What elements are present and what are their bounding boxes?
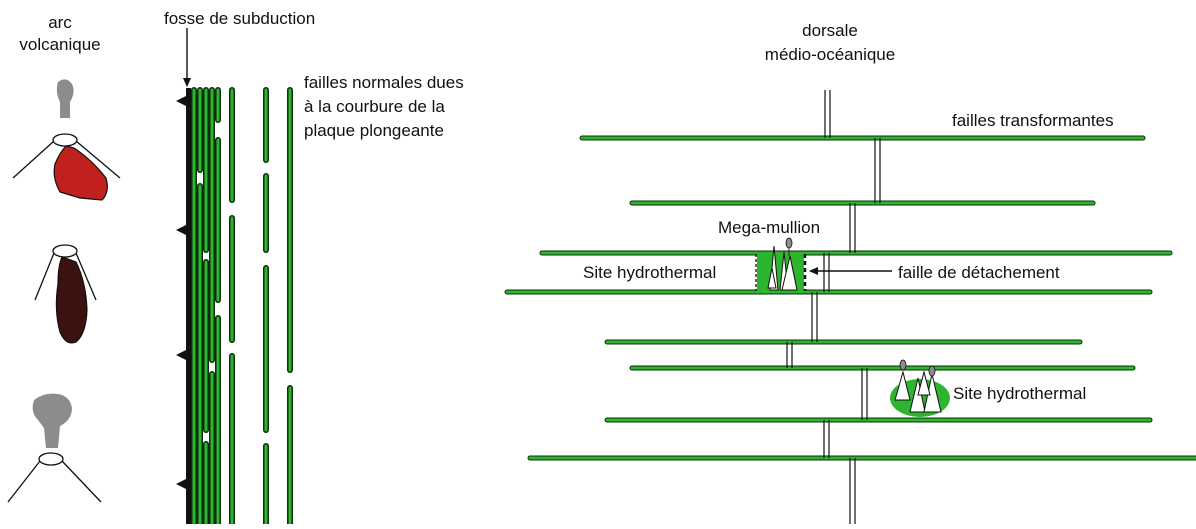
arc-label-line1: arc	[48, 13, 72, 32]
hydrothermal-site-1-label: Site hydrothermal	[583, 263, 717, 282]
crater-icon	[38, 452, 64, 466]
mega-mullion-label: Mega-mullion	[718, 218, 821, 237]
trench-tooth-3	[176, 350, 186, 360]
ash-plume-icon	[56, 79, 74, 118]
hydrothermal-site-2	[890, 359, 950, 417]
magma-chamber-icon	[55, 256, 88, 344]
detachment-fault-label: faille de détachement	[898, 263, 1060, 282]
hydrothermal-site-2-label: Site hydrothermal	[953, 384, 1087, 403]
trench-tooth-1	[176, 96, 186, 106]
trench-tooth-2	[176, 225, 186, 235]
ridge-segments	[786, 90, 881, 524]
arc-label-line2: volcanique	[19, 35, 101, 54]
ridge-label-line1: dorsale	[802, 21, 858, 40]
mega-mullion-block	[755, 237, 807, 291]
magma-chamber-icon	[53, 145, 108, 201]
ridge-label-line2: médio-océanique	[764, 45, 896, 64]
subduction-trench	[176, 88, 191, 524]
volcano-icon-1	[12, 79, 121, 201]
hydrothermal-vent-icon	[767, 245, 798, 291]
hydrothermal-vent-icon	[894, 370, 942, 413]
normal-faults-label-line3: plaque plongeante	[304, 121, 444, 140]
volcano-icon-3	[7, 393, 102, 503]
transform-faults-label: failles transformantes	[952, 111, 1114, 130]
volcano-icon-2	[34, 244, 97, 344]
normal-faults-label-line2: à la courbure de la	[304, 97, 445, 116]
ash-plume-icon	[32, 393, 72, 448]
crater-icon	[52, 133, 78, 147]
trench-tooth-4	[176, 479, 186, 489]
transform-faults	[504, 135, 1196, 461]
crater-icon	[52, 244, 78, 258]
trench-label: fosse de subduction	[164, 9, 316, 28]
normal-faults	[191, 87, 293, 527]
normal-faults-label-line1: failles normales dues	[304, 73, 464, 92]
